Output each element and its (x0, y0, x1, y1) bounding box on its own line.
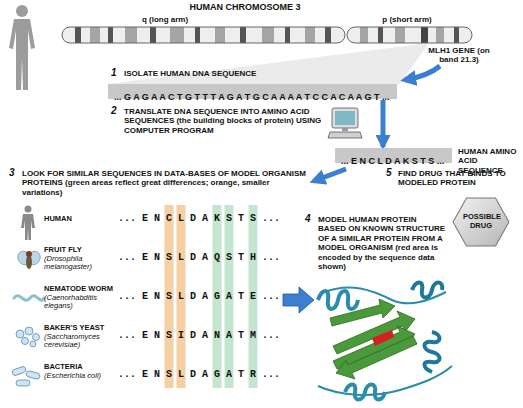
species-name: (Drosophila melanogaster) (44, 255, 116, 272)
dna-sequence-box: ... G A G A A C T G T T T A G A T G C A … (108, 84, 397, 99)
organism-name: BAKER'S YEAST (44, 324, 116, 333)
process-arrow (405, 66, 440, 80)
organism-name: NEMATODE WORM (44, 285, 116, 294)
step-number: 4 (305, 213, 317, 225)
hexagon-shape (453, 198, 509, 246)
organism-name: BACTERIA (44, 363, 116, 372)
zoom-wedge (108, 44, 428, 84)
sequence-text: ... E N S L D A G A T R ... (118, 369, 280, 381)
step-number: 1 (111, 67, 123, 79)
protein-model (318, 283, 452, 400)
arm-label: q (long arm) (115, 15, 215, 24)
step-number: 3 (9, 167, 21, 179)
step-number: 5 (386, 167, 398, 179)
step-number: 2 (111, 105, 123, 117)
computer-icon (328, 108, 362, 138)
drug-hexagon: POSSIBLE DRUG (452, 197, 510, 247)
sequence-text: ... E N S L D A G A T E ... (118, 291, 280, 303)
chromosome (62, 27, 472, 43)
gene-label: MLH1 GENE (on band 21.3) (420, 46, 498, 65)
arm-label: p (short arm) (362, 15, 452, 24)
sequence-text: ... E N C L D A K S T S ... (118, 213, 280, 225)
process-arrow (314, 169, 346, 181)
step-text: TRANSLATE DNA SEQUENCE INTO AMINO ACID S… (124, 107, 322, 135)
drug-label: POSSIBLE DRUG (463, 213, 499, 230)
bacteria-icon (11, 366, 40, 386)
step-text: ISOLATE HUMAN DNA SEQUENCE (124, 69, 344, 78)
species-name: (Saccharomyces cerevisiae) (44, 333, 116, 350)
species-name: (Escherichia coli) (44, 372, 116, 380)
amino-sequence-box: ... E N C L D A K S T S ... (335, 148, 452, 163)
step-text: MODEL HUMAN PROTEIN BASED ON KNOWN STRUC… (318, 215, 446, 272)
yeast-icon (16, 327, 40, 347)
sequence-text: ... E N C L D A K S T S ... (341, 156, 444, 166)
step-text: FIND DRUG THAT BINDS TO MODELED PROTEIN (398, 169, 510, 188)
organism-name: HUMAN (44, 215, 116, 224)
sequence-text: ... G A G A A C T G T T T A G A T G C A … (114, 92, 389, 102)
flow-arrow (381, 100, 386, 147)
organism-name: FRUIT FLY (44, 246, 116, 255)
encoded-region (372, 330, 394, 346)
worm-icon (14, 296, 44, 301)
sequence-text: ... E N S I D A N A T M ... (118, 330, 280, 342)
heading: HUMAN CHROMOSOME 3 (170, 2, 320, 13)
human-icon (21, 206, 35, 241)
sequence-text: ... E N S L D A Q S T H ... (118, 252, 280, 264)
process-arrow (283, 287, 314, 313)
step-text: LOOK FOR SIMILAR SEQUENCES IN DATA-BASES… (22, 169, 306, 197)
species-name: (Caenorhabditis elegans) (44, 294, 116, 311)
fly-icon (15, 249, 42, 269)
human-figure (9, 5, 35, 90)
